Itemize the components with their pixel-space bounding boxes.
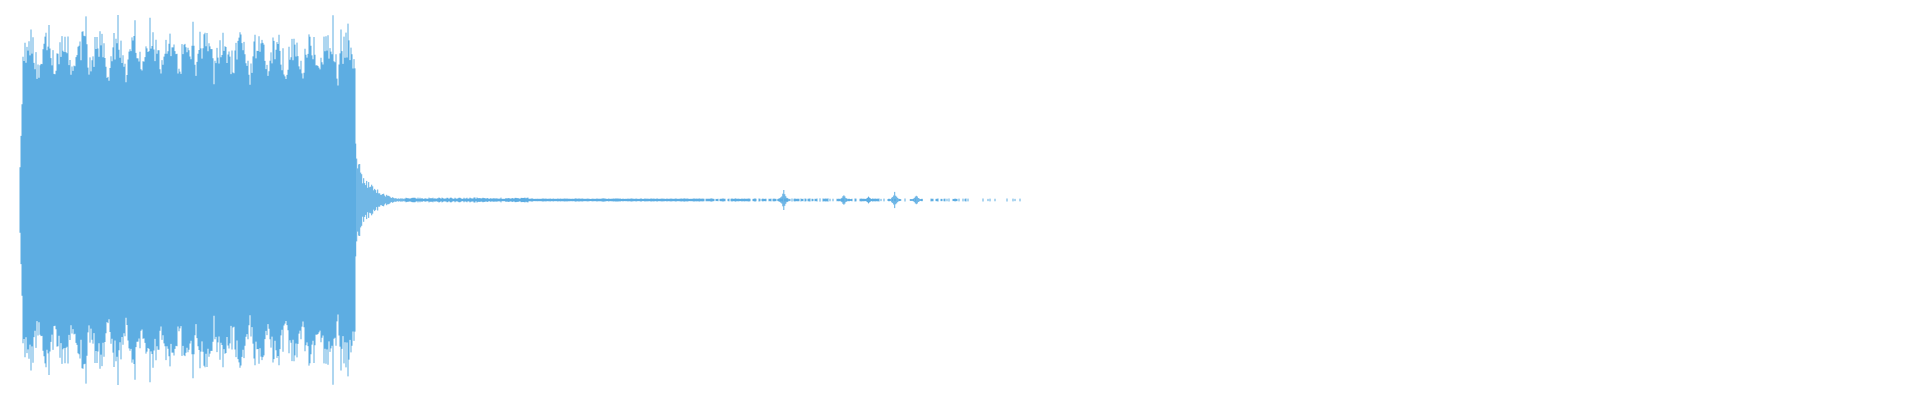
waveform-loud-burst [19,15,356,385]
waveform-tail [355,143,1021,257]
waveform-transients [777,190,923,210]
